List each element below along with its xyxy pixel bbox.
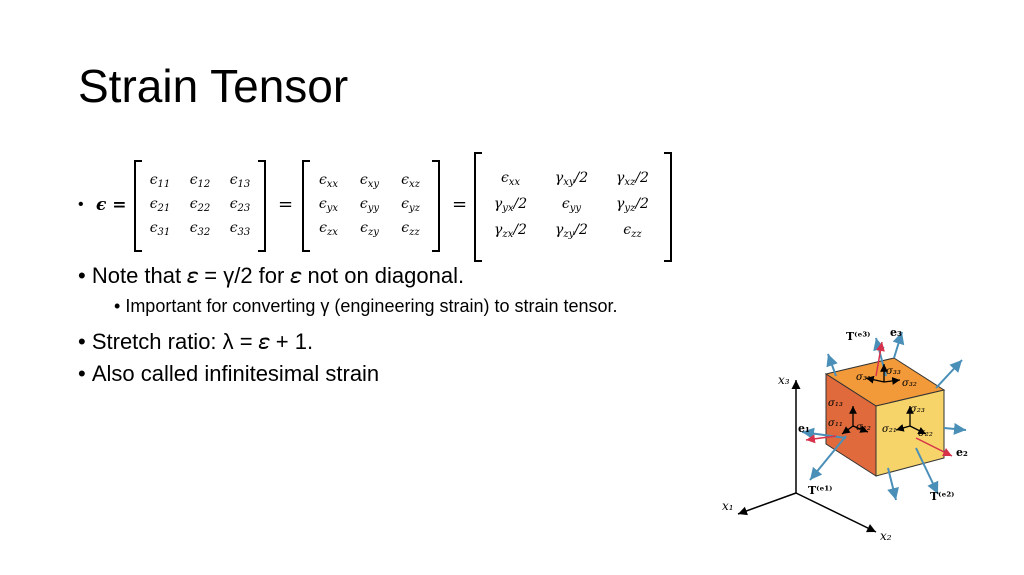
- axis-x3-label: x₃: [778, 373, 790, 387]
- matrix1-cell-22: ϵ22: [189, 196, 211, 214]
- matrix1-cell-33: ϵ33: [229, 220, 251, 238]
- unit-vector-e3: [875, 341, 885, 377]
- bullet-3-text: Also called infinitesimal strain: [91, 361, 380, 386]
- matrix2-cell-33: ϵzz: [401, 220, 420, 238]
- stress-arrow-32: [883, 377, 901, 385]
- matrix3-left-bracket: [474, 152, 482, 262]
- matrix3-cell-31: γzx/2: [494, 222, 527, 240]
- bullet-2: • Stretch ratio: λ = 𝜀 + 1.: [78, 328, 313, 356]
- matrix2-cell-21: ϵyx: [318, 196, 339, 214]
- matrix1-cell-11: ϵ11: [149, 172, 171, 190]
- stress-arrow-31: [865, 375, 885, 384]
- traction-arrow-t2c: [943, 422, 967, 435]
- bullet-3: • Also called infinitesimal strain: [78, 360, 379, 388]
- matrix2-cell-11: ϵxx: [318, 172, 339, 190]
- matrix3-cell-21: γyx/2: [493, 196, 528, 214]
- matrix1-right-bracket: [258, 160, 266, 252]
- traction-arrow-t2: [915, 447, 939, 495]
- matrix1-cell-13: ϵ13: [229, 172, 251, 190]
- label-T1: T⁽ᵉ¹⁾: [808, 484, 832, 497]
- bullet-1-dot: •: [78, 263, 92, 288]
- matrix1-left-bracket: [134, 160, 142, 252]
- stress-arrow-21: [895, 424, 911, 432]
- stress-arrow-11: [841, 425, 854, 435]
- label-s32: σ₃₂: [902, 378, 917, 389]
- cube-right-face: [875, 389, 945, 477]
- bullet-1-sub: • Important for converting γ (engineerin…: [114, 294, 618, 318]
- matrix3-right-bracket: [664, 152, 672, 262]
- stress-cube-figure: x₃ x₁ x₂ T⁽ᵉ³⁾ e₃ e₁ e₂: [722, 326, 968, 543]
- unit-vector-e1: [805, 434, 837, 444]
- axis-x2: [795, 492, 877, 533]
- traction-arrow-t2b: [887, 467, 899, 501]
- label-T3: T⁽ᵉ³⁾: [846, 330, 870, 343]
- label-s22: σ₂₂: [918, 428, 933, 439]
- bullet-1: • Note that 𝜀 = γ/2 for 𝜀 not on diagona…: [78, 262, 464, 290]
- axis-x1: [737, 492, 797, 516]
- axis-x1-label: x₁: [722, 499, 734, 513]
- bullet-2-text: Stretch ratio: λ = 𝜀 + 1.: [91, 329, 314, 354]
- equals-sign-1: =: [278, 194, 294, 215]
- label-s13: σ₁₃: [828, 398, 843, 409]
- label-s12: σ₁₂: [856, 422, 871, 433]
- bullet-1-sub-text: Important for converting γ (engineering …: [125, 296, 618, 316]
- traction-arrow-t1b: [801, 427, 847, 440]
- matrix3-cell-11: ϵxx: [500, 170, 521, 188]
- slide-title: Strain Tensor: [78, 60, 349, 112]
- label-e2: e₂: [956, 446, 968, 459]
- matrix3-cell-22: ϵyy: [561, 196, 582, 214]
- stress-arrow-12: [852, 425, 869, 433]
- matrix1-cell-23: ϵ23: [229, 196, 251, 214]
- matrix3-cell-23: γyz/2: [616, 196, 649, 214]
- traction-arrow-t3c: [826, 353, 838, 377]
- matrix1-cell-21: ϵ21: [149, 196, 171, 214]
- label-e1: e₁: [798, 422, 810, 435]
- matrix3-cell-13: γxz/2: [616, 170, 649, 188]
- matrix1-cell-31: ϵ31: [149, 220, 171, 238]
- traction-arrow-t1: [809, 435, 847, 481]
- matrix2-cell-23: ϵyz: [401, 196, 420, 214]
- matrix1-cell-32: ϵ32: [189, 220, 211, 238]
- label-s23: σ₂₃: [910, 404, 925, 415]
- equals-sign-2: =: [452, 194, 468, 215]
- matrix2-cell-12: ϵxy: [359, 172, 380, 190]
- label-s31: σ₃₁: [856, 372, 871, 383]
- equation-lhs: ϵ =: [96, 195, 127, 215]
- label-s11: σ₁₁: [828, 418, 843, 429]
- matrix3-cell-33: ϵzz: [623, 222, 642, 240]
- bullet-1-text: Note that 𝜀 = γ/2 for 𝜀 not on diagonal.: [91, 263, 465, 288]
- label-T2: T⁽ᵉ²⁾: [930, 490, 954, 503]
- matrix3-cell-32: γzy/2: [555, 222, 588, 240]
- label-s21: σ₂₁: [882, 424, 897, 435]
- matrix2-cell-31: ϵzx: [319, 220, 338, 238]
- unit-vector-e2: [915, 437, 953, 457]
- stress-arrow-22: [909, 425, 927, 435]
- matrix2-cell-13: ϵxz: [401, 172, 420, 190]
- equation-bullet-dot: •: [78, 196, 84, 213]
- matrix2-cell-22: ϵyy: [359, 196, 380, 214]
- traction-arrow-t3b: [892, 331, 905, 359]
- matrix2-cell-32: ϵzy: [360, 220, 379, 238]
- matrix2-left-bracket: [302, 160, 310, 252]
- bullet-1-sub-dot: •: [114, 296, 126, 316]
- matrix1-cell-12: ϵ12: [189, 172, 211, 190]
- traction-arrow-t3d: [935, 359, 963, 389]
- axis-x2-label: x₂: [880, 529, 892, 543]
- label-e3: e₃: [890, 326, 902, 339]
- matrix3-cell-12: γxy/2: [554, 170, 589, 188]
- matrix2-right-bracket: [432, 160, 440, 252]
- bullet-3-dot: •: [78, 361, 92, 386]
- label-s33: σ₃₃: [886, 366, 901, 377]
- bullet-2-dot: •: [78, 329, 92, 354]
